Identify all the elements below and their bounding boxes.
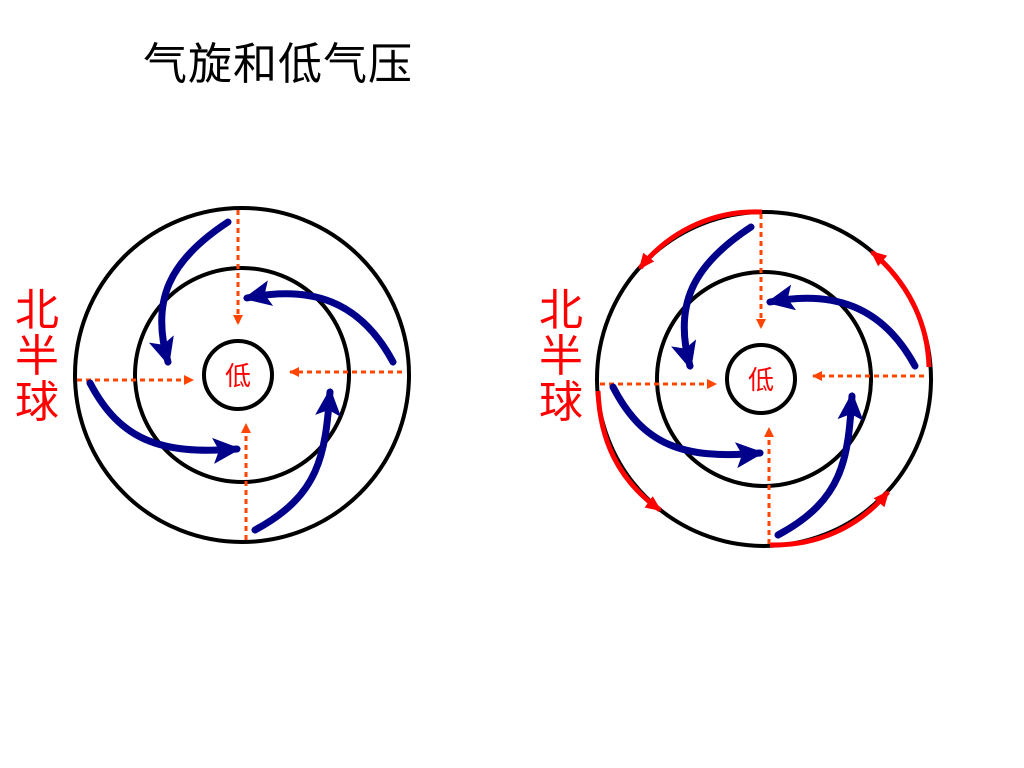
wind-arrow-left <box>609 383 764 469</box>
wind-arrow-left <box>86 379 241 464</box>
hemisphere-label-left: 北 半 球 <box>13 288 61 426</box>
hemisphere-label-char: 半 <box>15 331 59 382</box>
hemisphere-label-char: 北 <box>539 285 583 336</box>
pressure-gradient-arrows <box>77 210 402 540</box>
wind-arrow-bottom <box>251 388 342 534</box>
wind-arrow-top <box>148 218 232 366</box>
left-cyclone-panel: 低 <box>73 206 411 544</box>
middle-isobar <box>133 266 351 484</box>
pressure-gradient-arrows <box>600 214 924 544</box>
rotation-arrow-bottom <box>769 490 890 548</box>
wind-arrows <box>609 223 919 539</box>
rotation-arrows <box>595 209 932 548</box>
page-title: 气旋和低气压 <box>143 39 413 90</box>
inner-isobar <box>202 339 274 411</box>
wind-arrows <box>86 218 397 534</box>
hemisphere-label-right: 北 半 球 <box>537 288 585 426</box>
low-pressure-label: 低 <box>225 362 251 392</box>
wind-arrow-right <box>766 284 919 370</box>
middle-isobar <box>655 270 873 488</box>
wind-arrow-bottom <box>774 392 864 539</box>
outer-isobar <box>73 206 411 544</box>
rotation-arrow-right <box>870 250 932 368</box>
low-pressure-label: 低 <box>748 366 774 396</box>
hemisphere-label-char: 球 <box>539 377 583 428</box>
right-cyclone-panel: 低 <box>595 209 933 548</box>
rotation-arrow-top <box>638 209 763 270</box>
hemisphere-label-char: 北 <box>15 285 59 336</box>
wind-arrow-right <box>243 280 397 366</box>
rotation-arrow-left <box>595 390 662 513</box>
inner-isobar <box>725 343 797 415</box>
hemisphere-label-char: 球 <box>15 377 59 428</box>
wind-arrow-top <box>671 223 755 370</box>
outer-isobar <box>595 210 933 548</box>
hemisphere-label-char: 半 <box>539 331 583 382</box>
